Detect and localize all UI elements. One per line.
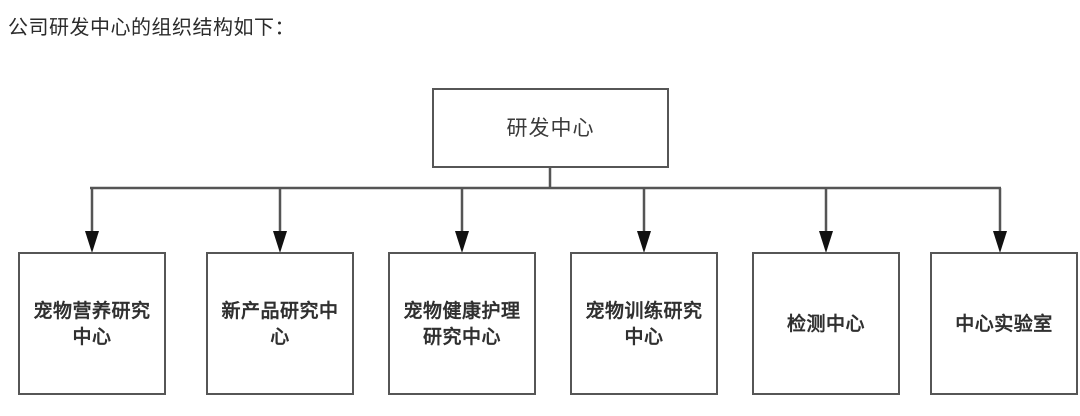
- arrowhead-icon-5: [819, 231, 833, 253]
- org-node-label: 检测中心: [786, 312, 865, 335]
- org-node-root-label: 研发中心: [506, 116, 595, 140]
- org-node-central-lab[interactable]: 中心实验室: [930, 252, 1078, 395]
- arrowhead-icon-2: [273, 231, 287, 253]
- org-node-new-product[interactable]: 新产品研究中心: [206, 252, 354, 395]
- arrowhead-icon-1: [85, 231, 99, 253]
- org-node-pet-nutrition[interactable]: 宠物营养研究中心: [18, 252, 166, 395]
- org-node-pet-health-care[interactable]: 宠物健康护理研究中心: [388, 252, 536, 395]
- arrowhead-icon-4: [637, 231, 651, 253]
- org-node-testing-center[interactable]: 检测中心: [752, 252, 900, 395]
- org-node-label: 中心实验室: [955, 312, 1053, 335]
- org-node-label: 宠物健康护理研究中心: [403, 299, 521, 348]
- org-node-root[interactable]: 研发中心: [432, 88, 669, 168]
- org-node-label: 宠物训练研究中心: [585, 299, 703, 348]
- org-node-label: 宠物营养研究中心: [33, 299, 151, 348]
- arrowhead-icon-3: [455, 231, 469, 253]
- arrowhead-icon-6: [993, 231, 1007, 253]
- org-node-pet-training[interactable]: 宠物训练研究中心: [570, 252, 718, 395]
- page-title: 公司研发中心的组织结构如下：: [8, 15, 295, 39]
- org-node-label: 新产品研究中心: [221, 299, 339, 348]
